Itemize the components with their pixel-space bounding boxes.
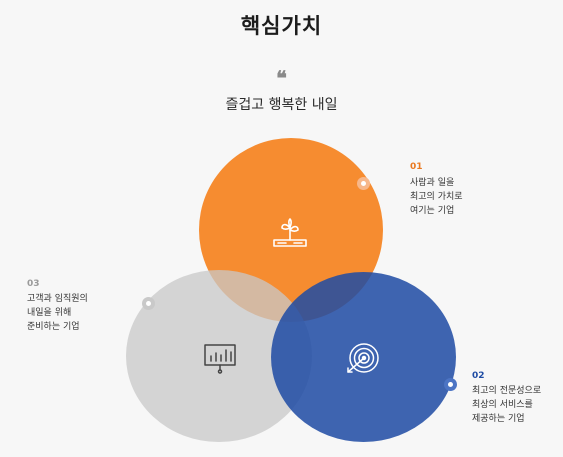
presentation-chart-icon: [204, 344, 236, 374]
value-number-01: 01: [410, 162, 423, 172]
value-number-02: 02: [472, 371, 485, 381]
value-line: 최고의 전문성으로: [472, 386, 542, 396]
marker-dot-03: [142, 297, 155, 310]
value-description-03: 고객과 임직원의 내일을 위해 준비하는 기업: [27, 292, 88, 334]
page-subtitle: 즐겁고 행복한 내일: [225, 97, 338, 113]
value-line: 사람과 일을: [410, 178, 455, 188]
value-description-01: 사람과 일을 최고의 가치로 여기는 기업: [410, 176, 463, 218]
value-line: 최고의 가치로: [410, 192, 463, 202]
page-title: 핵심가치: [240, 14, 323, 38]
value-line: 여기는 기업: [410, 206, 455, 216]
marker-dot-02: [444, 378, 457, 391]
book-plant-icon: [273, 218, 307, 247]
value-line: 준비하는 기업: [27, 322, 80, 332]
target-icon: [347, 343, 379, 373]
value-line: 최상의 서비스를: [472, 400, 533, 410]
value-line: 내일을 위해: [27, 308, 72, 318]
value-line: 제공하는 기업: [472, 414, 525, 424]
value-description-02: 최고의 전문성으로 최상의 서비스를 제공하는 기업: [472, 384, 541, 426]
marker-dot-01: [357, 177, 370, 190]
value-number-03: 03: [27, 279, 40, 289]
quote-icon: ❝: [276, 66, 287, 90]
value-line: 고객과 임직원의: [27, 294, 88, 304]
